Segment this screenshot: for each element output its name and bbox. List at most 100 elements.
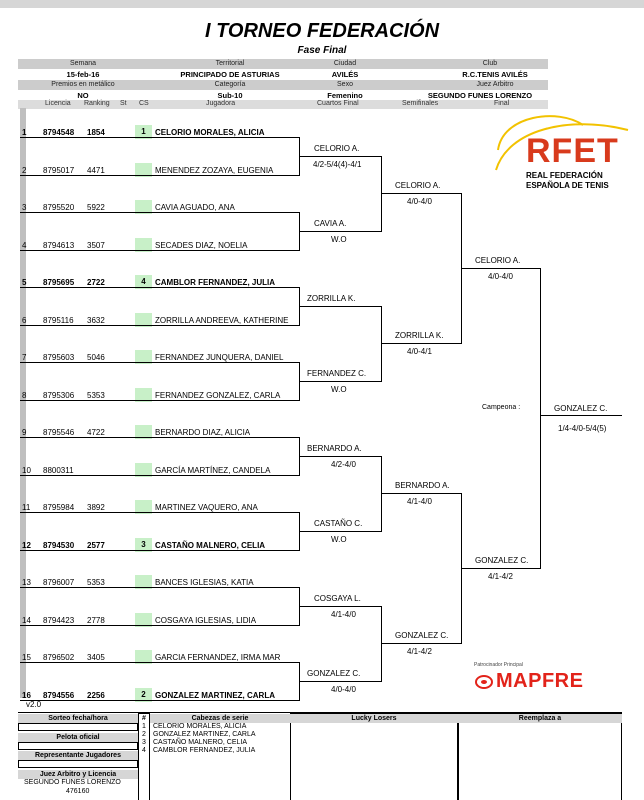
- col-cs: CS: [139, 100, 149, 107]
- qf-line: [300, 680, 382, 682]
- player-number: 10: [22, 465, 31, 475]
- player-line: [20, 474, 300, 476]
- footer-cabezas-label: Cabezas de serie: [150, 714, 290, 723]
- player-ranking: 3632: [87, 315, 105, 325]
- player-name: COSGAYA IGLESIAS, LIDIA: [155, 615, 257, 625]
- qf-score: 4/0-4/0: [331, 684, 356, 694]
- col-licencia: Licencia: [45, 100, 71, 107]
- qf-connector: [299, 362, 300, 401]
- player-name: GARCÍA MARTÍNEZ, CANDELA: [155, 465, 271, 475]
- player-ranking: 4471: [87, 165, 105, 175]
- qf-winner-name: BERNARDO A.: [307, 443, 362, 453]
- finalist-name: GONZALEZ C.: [475, 556, 529, 566]
- qf-line: [300, 605, 382, 607]
- column-header-bar: [18, 100, 548, 109]
- player-line: [20, 399, 300, 401]
- player-name: FERNANDEZ JUNQUERA, DANIEL: [155, 353, 284, 362]
- champion-connector: [540, 268, 541, 570]
- header-label-semana: Semana: [69, 60, 97, 67]
- player-seed-box: [135, 312, 152, 327]
- player-seed-box: [135, 575, 152, 589]
- player-number: 12: [22, 540, 31, 550]
- rfet-logo-text: RFET: [526, 132, 619, 170]
- player-license: 8795306: [43, 390, 75, 400]
- header-label-categoria: Categoría: [214, 81, 246, 88]
- header-value-premios: NO: [77, 91, 89, 100]
- col-cuartos: Cuartos Final: [317, 100, 359, 107]
- qf-line: [300, 530, 382, 532]
- footer-seed-number: 1: [142, 723, 146, 730]
- footer-representante-label: Representante Jugadores: [18, 751, 138, 760]
- player-ranking: 3405: [87, 653, 105, 662]
- final-line: [462, 568, 541, 570]
- player-ranking: 5046: [87, 353, 105, 362]
- player-license: 8794548: [43, 128, 75, 137]
- qf-connector: [299, 137, 300, 176]
- rfet-logo-line2: ESPAÑOLA DE TENIS: [526, 181, 609, 190]
- sf-winner-name: BERNARDO A.: [395, 481, 450, 491]
- sf-line: [382, 643, 462, 645]
- player-number: 6: [22, 315, 27, 325]
- qf-connector: [299, 437, 300, 476]
- footer-seed-number: 4: [142, 747, 146, 754]
- player-number: 7: [22, 353, 27, 362]
- player-seed-box: 1: [135, 125, 152, 139]
- footer-juez-name: SEGUNDO FUNES LORENZO: [24, 779, 121, 786]
- player-seed-box: [135, 387, 152, 402]
- qf-score: 4/2-4/0: [331, 459, 356, 469]
- player-line: [20, 324, 300, 326]
- header-label-territorial: Territorial: [215, 60, 245, 67]
- player-license: 8800311: [43, 465, 74, 475]
- player-number: 5: [22, 278, 27, 287]
- sf-winner-name: GONZALEZ C.: [395, 631, 449, 641]
- qf-winner-name: ZORRILLA K.: [307, 293, 356, 303]
- finalist-score: 4/0-4/0: [488, 272, 513, 282]
- qf-score: W.O: [331, 234, 347, 244]
- footer-section: Sorteo fecha/hora Pelota oficial Represe…: [18, 712, 622, 800]
- sf-line: [382, 493, 462, 495]
- final-connector: [461, 193, 462, 345]
- col-st: St: [120, 100, 127, 107]
- sf-score: 4/1-4/2: [407, 647, 432, 657]
- player-line: [20, 662, 300, 663]
- finalist-score: 4/1-4/2: [488, 572, 513, 582]
- player-seed-box: [135, 650, 152, 664]
- mapfre-logo: Patrocinador Principal MAPFRE: [474, 662, 624, 698]
- qf-winner-name: FERNANDEZ C.: [307, 368, 367, 378]
- header-value-club: R.C.TENIS AVILÉS: [462, 70, 528, 79]
- sf-connector: [381, 455, 382, 532]
- player-line: [20, 212, 300, 213]
- player-license: 8794423: [43, 615, 75, 625]
- player-name: BANCES IGLESIAS, KATIA: [155, 578, 254, 587]
- player-number: 16: [22, 690, 31, 700]
- player-seed-box: 2: [135, 687, 152, 702]
- footer-seed-number: 3: [142, 739, 146, 746]
- player-name: GARCIA FERNANDEZ, IRMA MAR: [155, 653, 281, 662]
- qf-line: [300, 155, 382, 157]
- mapfre-emblem-icon: [475, 675, 493, 689]
- player-ranking: 1854: [87, 128, 105, 137]
- player-license: 8794556: [43, 690, 75, 700]
- player-number: 9: [22, 428, 27, 437]
- champion-name: GONZALEZ C.: [554, 404, 608, 413]
- player-name: CASTAÑO MALNERO, CELIA: [155, 540, 266, 550]
- qf-connector: [299, 287, 300, 326]
- player-name: FERNANDEZ GONZALEZ, CARLA: [155, 390, 281, 400]
- player-line: [20, 137, 300, 138]
- player-number: 4: [22, 240, 27, 250]
- player-license: 8795520: [43, 203, 75, 212]
- footer-juez-lic: 476160: [66, 788, 90, 795]
- footer-lucky-col: [290, 713, 458, 800]
- player-license: 8796007: [43, 578, 75, 587]
- player-ranking: 5922: [87, 203, 105, 212]
- header-value-categoria: Sub-10: [217, 91, 243, 100]
- qf-line: [300, 380, 382, 382]
- player-ranking: 3892: [87, 503, 105, 512]
- qf-line: [300, 455, 382, 457]
- qf-connector: [299, 512, 300, 551]
- player-license: 8795695: [43, 278, 75, 287]
- footer-seed-name: CELORIO MORALES, ALICIA: [153, 723, 247, 730]
- header-label-sexo: Sexo: [337, 81, 353, 88]
- footer-pelota-label: Pelota oficial: [18, 733, 138, 742]
- sf-score: 4/0-4/0: [407, 197, 432, 207]
